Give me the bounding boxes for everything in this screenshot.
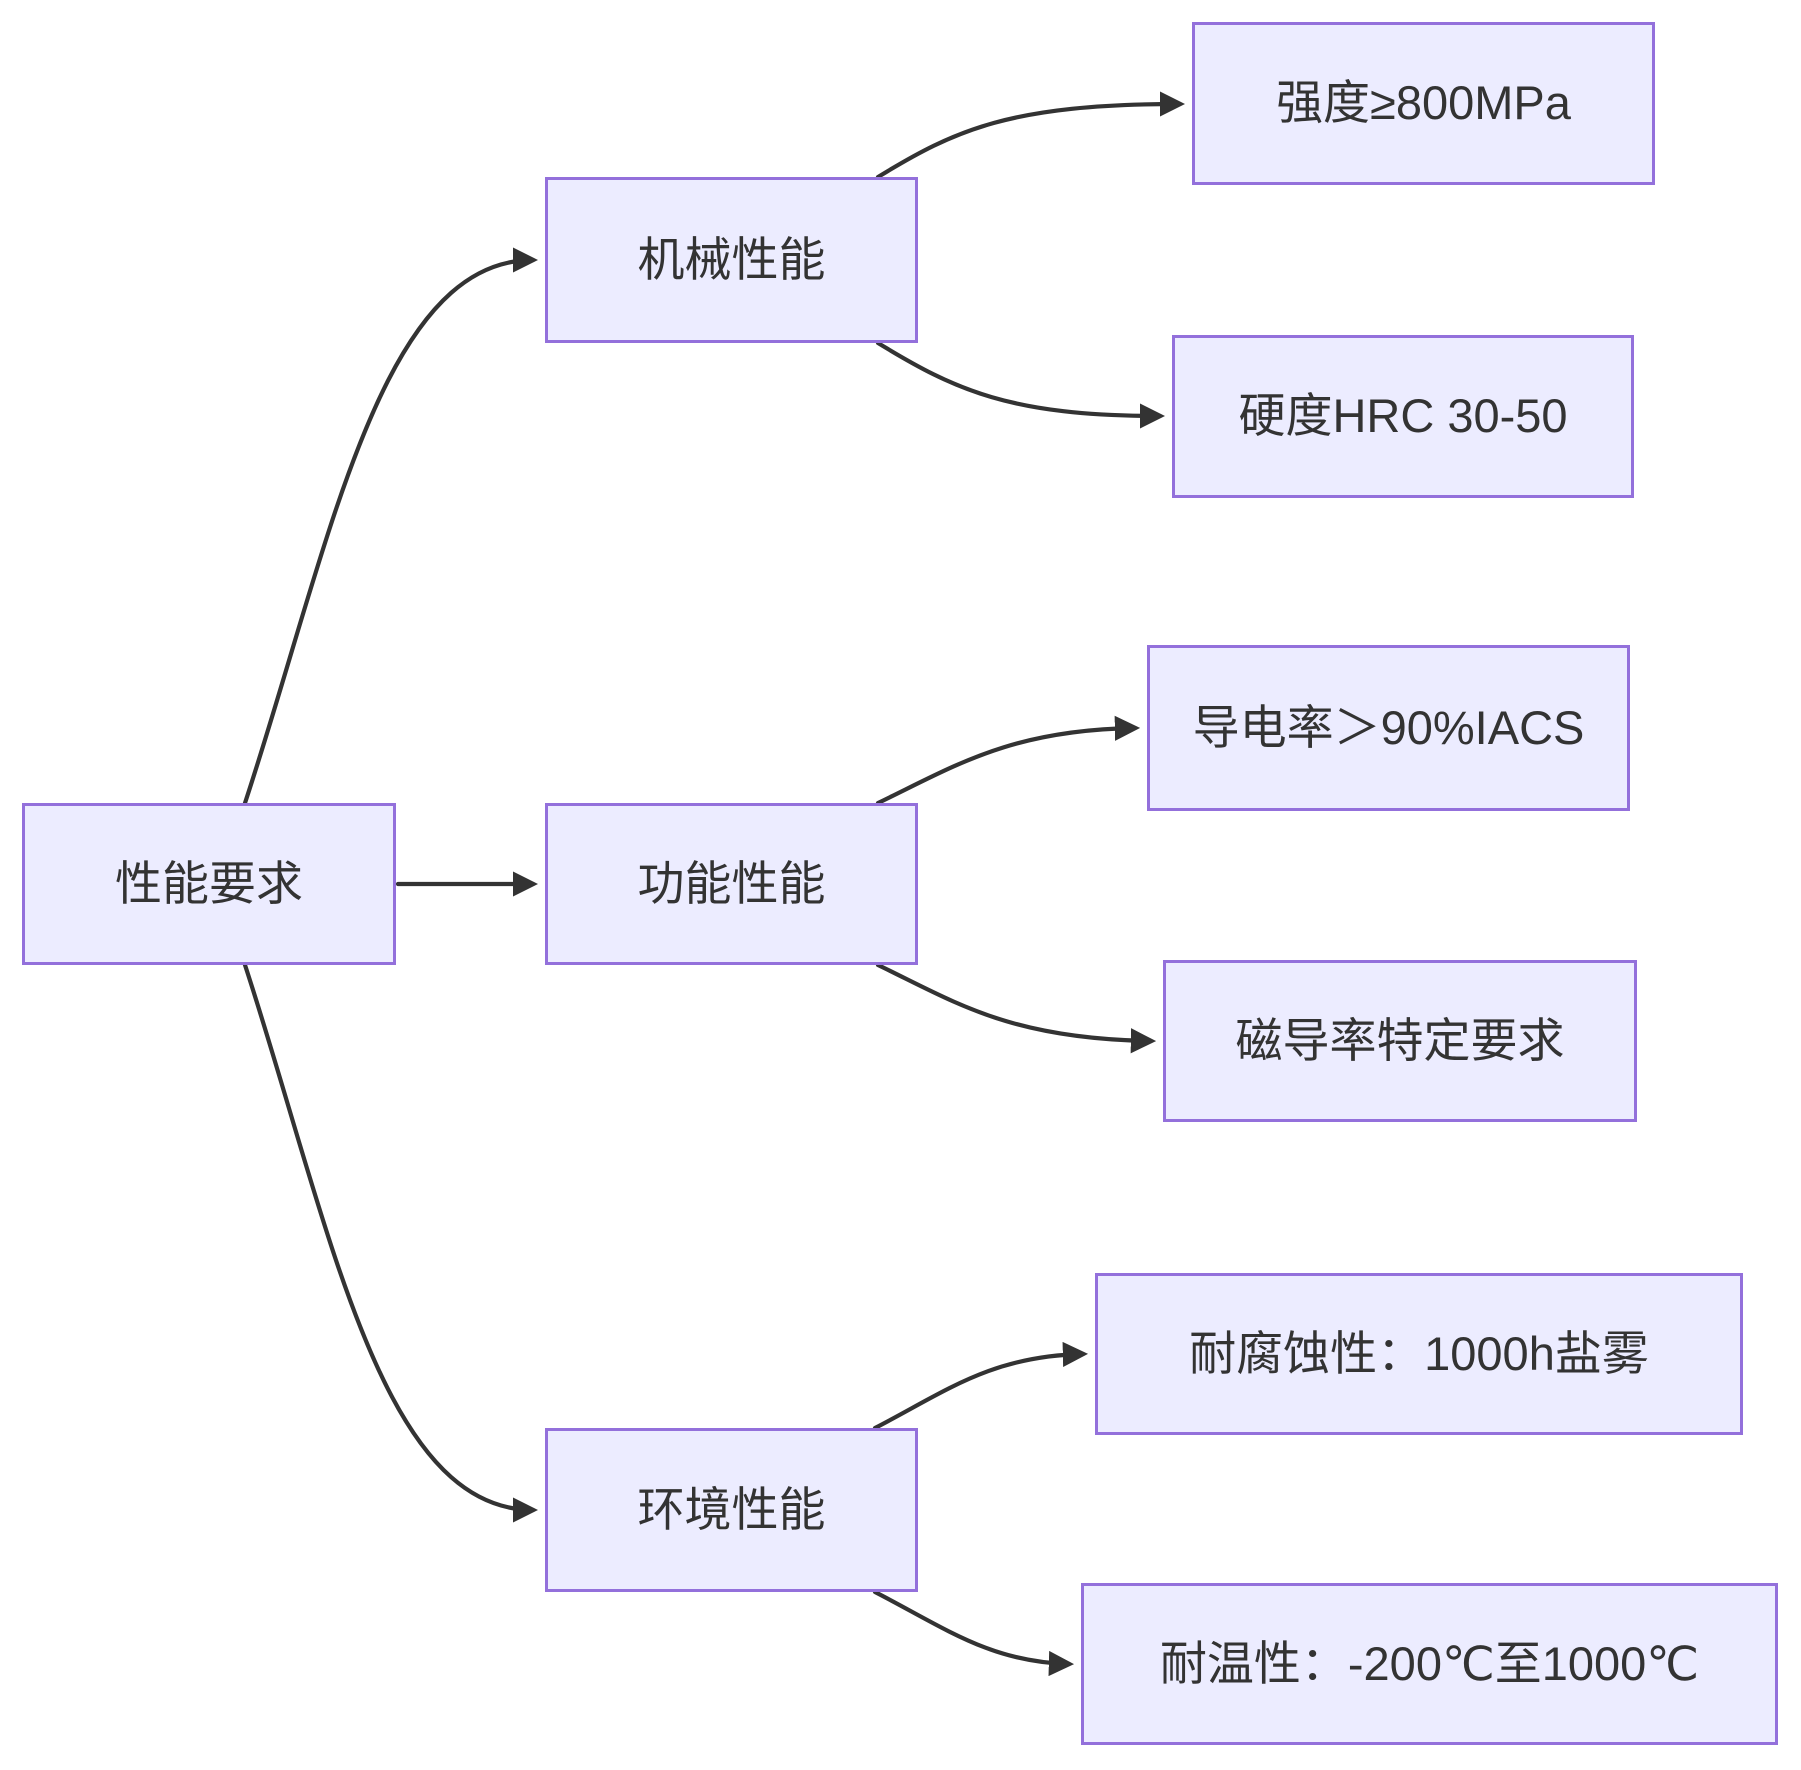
node-performance-requirements-label: 性能要求 [115, 856, 303, 910]
edge-mechanical-to-strength [875, 91, 1186, 180]
node-environmental-performance: 环境性能 [545, 1428, 918, 1592]
edge-root-to-environmental [242, 962, 539, 1523]
node-performance-requirements: 性能要求 [22, 803, 396, 965]
edge-root-to-mechanical [242, 247, 539, 806]
node-permeability-requirement-label: 磁导率特定要求 [1235, 1013, 1565, 1067]
node-conductivity-requirement: 导电率＞90%IACS [1147, 645, 1630, 811]
node-temperature-resistance-requirement-label: 耐温性：-200℃至1000℃ [1159, 1636, 1700, 1690]
node-mechanical-performance-label: 机械性能 [637, 232, 826, 286]
node-environmental-performance-label: 环境性能 [637, 1482, 826, 1536]
node-permeability-requirement: 磁导率特定要求 [1163, 960, 1637, 1122]
node-hardness-requirement-label: 硬度HRC 30-50 [1238, 389, 1568, 443]
node-conductivity-requirement-label: 导电率＞90%IACS [1192, 700, 1585, 754]
edge-environmental-to-temperature [872, 1589, 1075, 1677]
node-corrosion-resistance-requirement-label: 耐腐蚀性：1000h盐雾 [1189, 1326, 1649, 1380]
edge-functional-to-permeability [875, 962, 1157, 1054]
node-hardness-requirement: 硬度HRC 30-50 [1172, 335, 1634, 498]
node-mechanical-performance: 机械性能 [545, 177, 918, 343]
edge-functional-to-conductivity [875, 715, 1141, 806]
node-functional-performance-label: 功能性能 [637, 856, 826, 910]
node-temperature-resistance-requirement: 耐温性：-200℃至1000℃ [1081, 1583, 1778, 1745]
node-strength-requirement-label: 强度≥800MPa [1276, 76, 1571, 130]
edge-environmental-to-corrosion [872, 1341, 1089, 1431]
node-corrosion-resistance-requirement: 耐腐蚀性：1000h盐雾 [1095, 1273, 1743, 1435]
node-functional-performance: 功能性能 [545, 803, 918, 965]
node-strength-requirement: 强度≥800MPa [1192, 22, 1655, 185]
edge-mechanical-to-hardness [875, 340, 1166, 429]
